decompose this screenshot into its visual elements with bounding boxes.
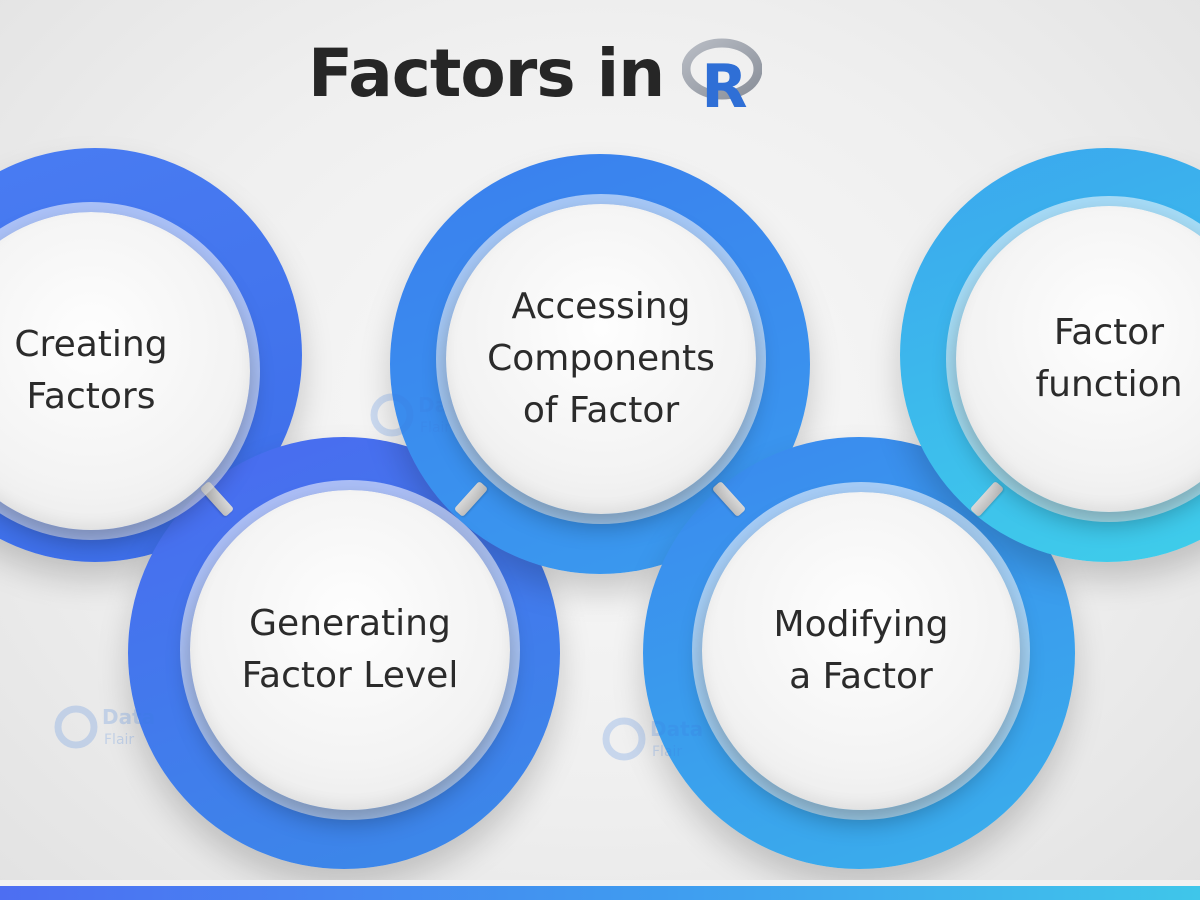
node-label-creating-factors: Creating Factors [14,324,168,417]
node-label-accessing-components: Accessing Components of Factor [487,286,715,431]
node-label-factor-function: Factor function [1035,312,1183,405]
node-label-modifying-a-factor: Modifying a Factor [773,604,949,697]
watermark-text-3: Data [650,717,703,741]
r-logo-letter: R [702,52,747,113]
page-title-text: Factors in [308,34,665,112]
node-creating-factors: Creating Factors [0,212,250,530]
watermark-dataflair-2: Data Flair [52,700,182,759]
bottom-accent-bar [0,880,1200,900]
page-title: Factors in R [308,28,763,118]
watermark-text-2: Data [102,705,155,729]
watermark-subtext-2: Flair [104,732,134,748]
node-generating-factor-level: Generating Factor Level [190,490,510,810]
node-accessing-components: Accessing Components of Factor [446,204,756,514]
r-logo-icon: R [682,38,763,113]
node-modifying-a-factor: Modifying a Factor [702,492,1020,810]
node-factor-function: Factor function [956,206,1200,512]
watermark-subtext-3: Flair [652,744,682,760]
node-label-generating-factor-level: Generating Factor Level [241,603,459,696]
watermark-subtext-1: Flair [420,420,450,436]
watermark-dataflair-3: Data Flair [600,712,730,771]
